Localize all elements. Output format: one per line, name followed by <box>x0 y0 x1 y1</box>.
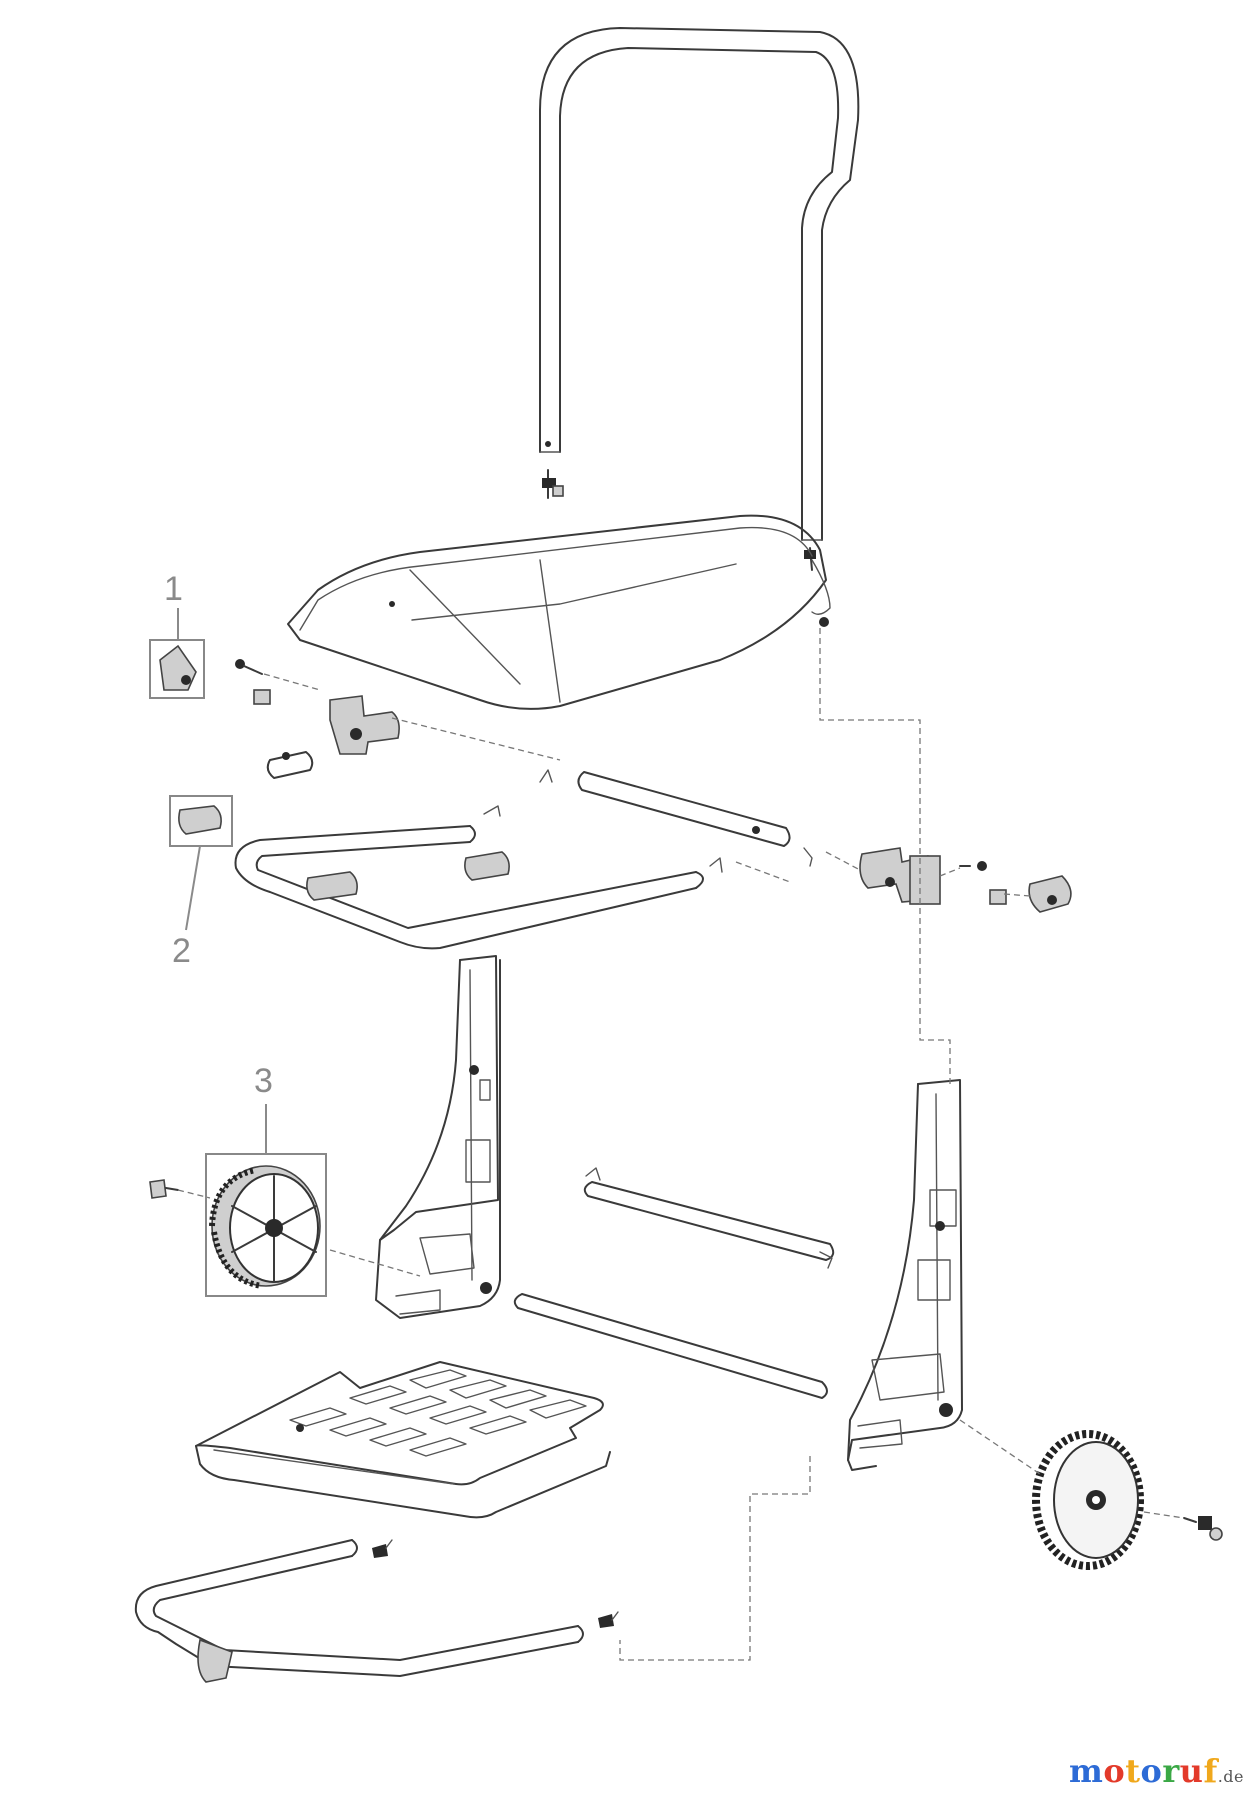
callout-2: 2 <box>172 932 191 970</box>
base-platform <box>195 1361 611 1519</box>
handle-screw-left <box>542 469 564 499</box>
wheel-screw-left <box>149 1179 179 1199</box>
screw-lid-left <box>235 659 271 705</box>
logo-tld: .de <box>1217 1767 1244 1786</box>
logo-letter-f: f <box>1203 1752 1218 1790</box>
bottom-frame <box>134 1539 619 1683</box>
tube-left-short <box>266 751 314 779</box>
handle-bar <box>539 27 860 541</box>
leg-frame-right <box>847 1079 963 1471</box>
cross-rod-upper <box>577 771 813 867</box>
screw-right <box>959 861 1007 905</box>
callout-2-line <box>185 845 201 931</box>
leg-frame-left <box>375 955 501 1319</box>
logo-letter-m: m <box>1068 1752 1104 1790</box>
logo-letter-u: u <box>1179 1752 1204 1790</box>
logo-letter-o1: o <box>1103 1752 1126 1790</box>
wheel-screw-right <box>1183 1516 1223 1541</box>
t-connector-right <box>859 847 941 905</box>
top-cover <box>287 514 831 710</box>
callout-1: 1 <box>164 570 183 608</box>
corner-clamp-right <box>1028 875 1072 913</box>
logo-letter-t: t <box>1125 1752 1141 1790</box>
callout-3: 3 <box>254 1062 273 1100</box>
logo-letter-o2: o <box>1140 1752 1163 1790</box>
axle-rod <box>513 1293 828 1399</box>
upper-frame <box>234 769 723 950</box>
wheel-right <box>1032 1430 1144 1570</box>
assembly-leaders <box>177 628 1185 1661</box>
platform-slots <box>289 1369 587 1457</box>
t-connector-left <box>329 695 400 755</box>
part-1-corner-clamp <box>149 639 205 699</box>
watermark-logo: motoruf.de <box>1069 1752 1244 1790</box>
part-3-wheel <box>205 1153 327 1297</box>
part-2-sleeve <box>169 795 233 847</box>
logo-letter-r: r <box>1162 1752 1180 1790</box>
cross-rod-middle <box>583 1167 835 1269</box>
